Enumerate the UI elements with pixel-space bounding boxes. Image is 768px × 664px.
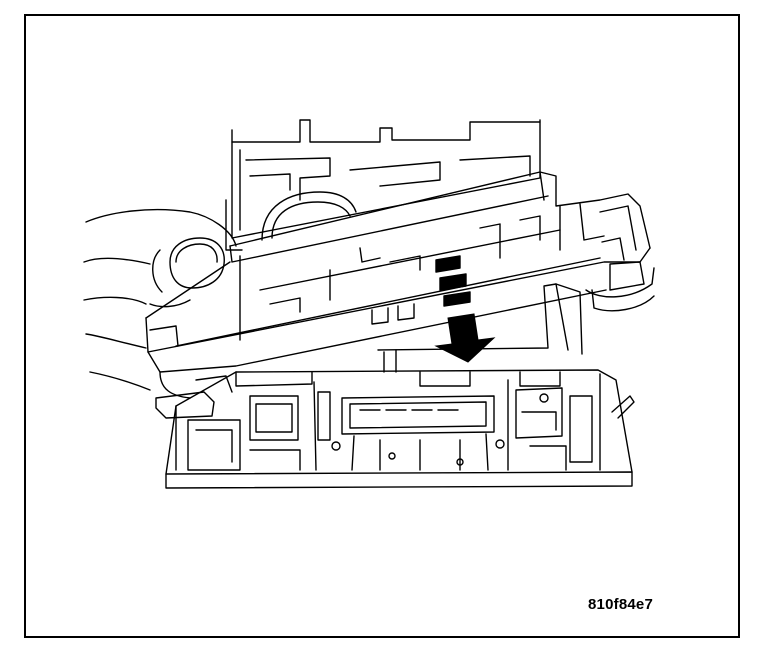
module xyxy=(145,171,655,419)
hand xyxy=(83,208,237,391)
base-tray xyxy=(165,349,635,489)
down-arrow-icon xyxy=(434,313,496,363)
cavity-window xyxy=(377,283,583,355)
figure-code: 810f84e7 xyxy=(588,596,653,613)
figure-frame xyxy=(24,14,740,638)
rear-housing xyxy=(225,119,541,251)
